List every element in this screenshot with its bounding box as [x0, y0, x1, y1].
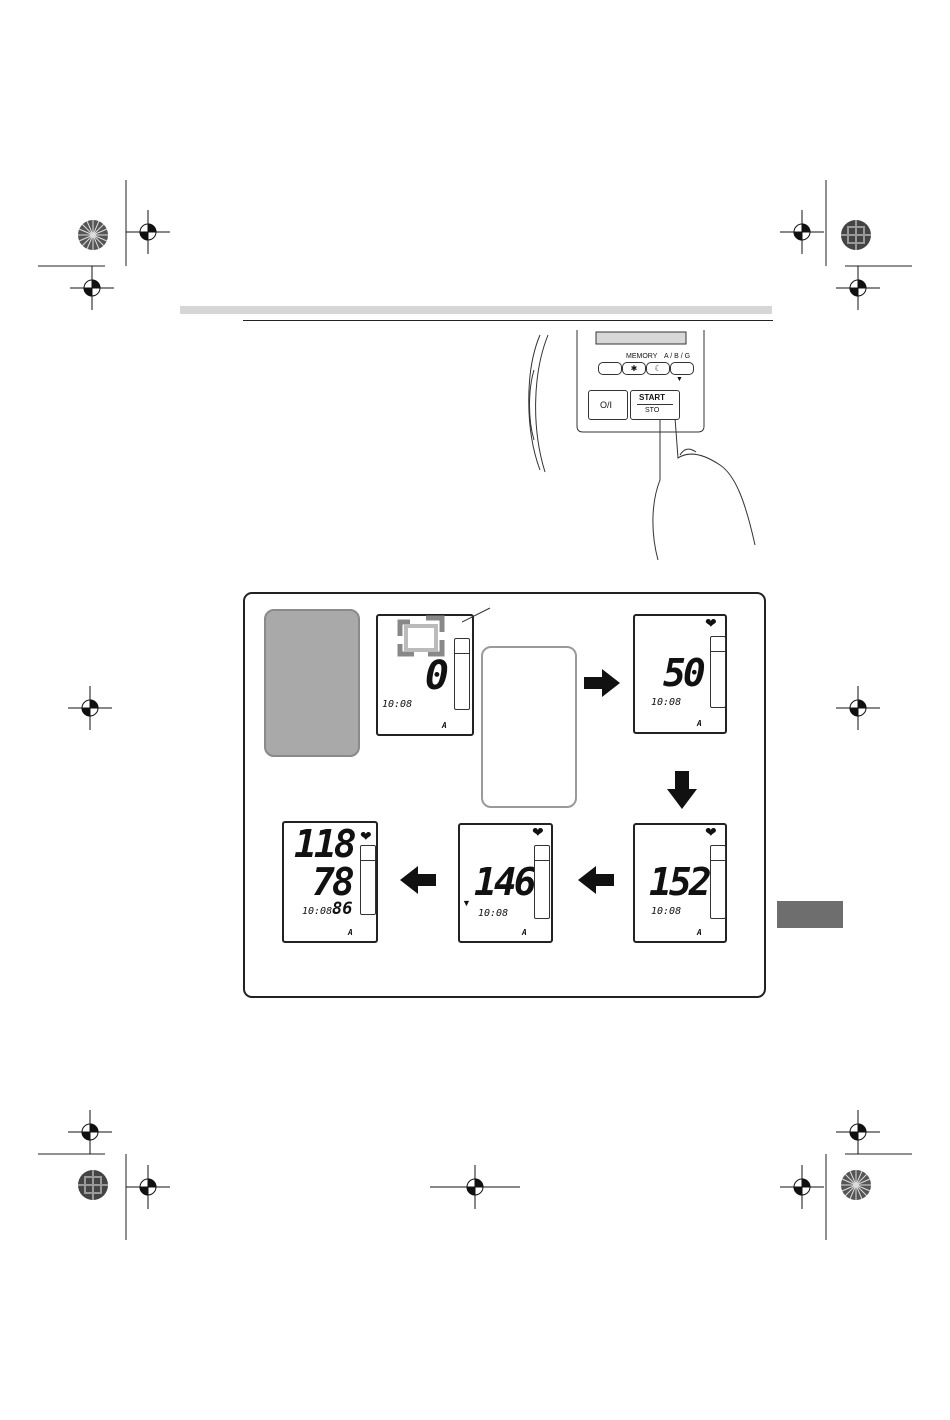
- sun-icon: ✱: [631, 364, 638, 373]
- diastolic-reading: 78: [312, 863, 352, 901]
- user-select-button[interactable]: [670, 362, 694, 375]
- user-indicator: A: [697, 929, 702, 937]
- registration-target: [430, 1165, 520, 1209]
- user-indicator: A: [697, 720, 702, 728]
- registration-target: [780, 210, 824, 254]
- memory-day-button[interactable]: ✱: [622, 362, 646, 375]
- lcd-screen-peak: ❤ 152 10:08 A: [633, 823, 727, 943]
- clock-time: 10:08: [382, 700, 412, 710]
- device-illustration: MEMORY A / B / G ✱ ☾ ▼ O/I START STOP: [520, 330, 770, 560]
- registration-target: [68, 686, 112, 730]
- header-bar: [180, 306, 772, 314]
- callout-line: [462, 606, 492, 624]
- pulse-reading: 86: [332, 901, 352, 918]
- arrow-left-icon: [400, 866, 436, 894]
- clock-time: 10:08: [302, 907, 332, 917]
- user-indicator: A: [348, 929, 353, 937]
- section-tab: [777, 901, 843, 928]
- arrow-down-icon: [667, 771, 697, 809]
- color-wheel-icon: [840, 1169, 872, 1201]
- memory-night-button[interactable]: ☾: [646, 362, 670, 375]
- memory-label: MEMORY: [626, 353, 657, 360]
- arrow-left-icon: [578, 866, 614, 894]
- registration-target: [836, 266, 880, 310]
- heartbeat-icon: ❤: [360, 829, 372, 843]
- lcd-screen-inflating: ❤ 50 10:08 A: [633, 614, 727, 734]
- instruction-card-white: [481, 646, 577, 808]
- down-triangle-icon: ▼: [676, 376, 683, 383]
- start-label: START: [639, 393, 665, 402]
- color-wheel-icon: [77, 219, 109, 251]
- pressure-level-bar: [360, 845, 376, 915]
- arrow-right-icon: [584, 669, 620, 697]
- lcd-screen-start: 0 10:08 A: [376, 614, 474, 736]
- user-indicator: A: [522, 929, 527, 937]
- user-indicator: A: [442, 722, 447, 730]
- pressure-level-bar: [534, 845, 550, 919]
- pressure-reading: 50: [663, 654, 703, 692]
- color-wheel-icon: [840, 219, 872, 251]
- power-button[interactable]: O/I: [588, 390, 628, 420]
- pressure-level-bar: [710, 845, 726, 919]
- heartbeat-icon: ❤: [705, 825, 717, 839]
- moon-icon: ☾: [654, 364, 661, 373]
- deflation-triangle-icon: ▼: [462, 899, 471, 908]
- lcd-screen-result: 118 ❤ 78 10:08 86 A: [282, 821, 378, 943]
- registration-target: [126, 210, 170, 254]
- registration-target: [780, 1165, 824, 1209]
- systolic-reading: 118: [294, 825, 354, 863]
- data-transfer-button[interactable]: [598, 362, 622, 375]
- start-stop-button[interactable]: START STOP: [630, 390, 680, 420]
- pressure-reading: 0: [425, 656, 446, 696]
- clock-time: 10:08: [478, 909, 508, 919]
- pressure-level-bar: [454, 638, 470, 710]
- stop-label: STOP: [645, 407, 659, 414]
- registration-target: [836, 1110, 880, 1154]
- registration-target: [70, 266, 114, 310]
- header-rule: [243, 320, 773, 321]
- clock-time: 10:08: [651, 698, 681, 708]
- start-stop-divider: [637, 404, 673, 405]
- pressure-reading: 146: [474, 863, 534, 901]
- power-button-label: O/I: [600, 400, 612, 410]
- heartbeat-icon: ❤: [532, 825, 544, 839]
- heartbeat-icon: ❤: [705, 616, 717, 630]
- registration-target: [836, 686, 880, 730]
- instruction-card-gray: [264, 609, 360, 757]
- lcd-screen-deflating: ❤ 146 ▼ 10:08 A: [458, 823, 553, 943]
- color-wheel-icon: [77, 1169, 109, 1201]
- registration-target: [126, 1165, 170, 1209]
- pressure-reading: 152: [649, 863, 709, 901]
- pressure-level-bar: [710, 636, 726, 708]
- registration-target: [68, 1110, 112, 1154]
- clock-time: 10:08: [651, 907, 681, 917]
- user-select-label: A / B / G: [664, 353, 690, 360]
